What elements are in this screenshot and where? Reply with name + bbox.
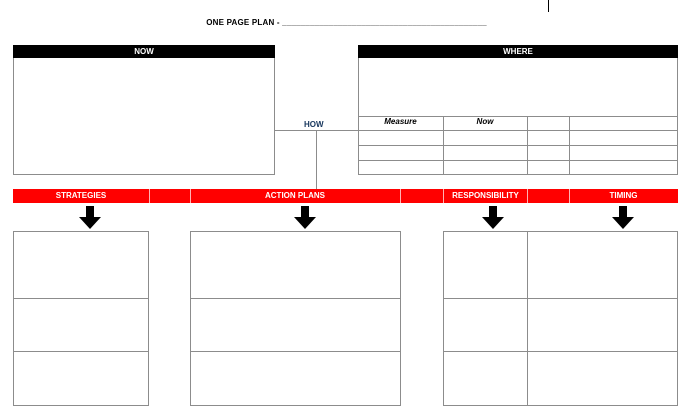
strategies-row-divider bbox=[13, 351, 149, 352]
measure-table-top bbox=[358, 116, 678, 117]
action-plans-header: ACTION PLANS bbox=[265, 191, 325, 200]
arrow-down-icon bbox=[482, 206, 504, 229]
action-plans-row-divider bbox=[190, 298, 401, 299]
responsibility-timing-divider bbox=[527, 231, 528, 406]
strategies-box[interactable] bbox=[13, 231, 149, 406]
measure-table-row3 bbox=[358, 160, 678, 161]
strategies-row-divider bbox=[13, 298, 149, 299]
action-plans-row-divider bbox=[190, 351, 401, 352]
where-box[interactable] bbox=[358, 45, 678, 175]
now-header: NOW bbox=[13, 45, 275, 58]
arrow-down-icon bbox=[79, 206, 101, 229]
now-box[interactable] bbox=[13, 45, 275, 175]
now-value-header: Now bbox=[476, 117, 494, 126]
arrow-down-icon bbox=[294, 206, 316, 229]
section-header-bar bbox=[13, 189, 678, 203]
measure-table-row1 bbox=[358, 130, 678, 131]
how-connector-vertical bbox=[316, 130, 317, 189]
section-divider-4 bbox=[443, 189, 444, 203]
measure-header: Measure bbox=[384, 117, 417, 126]
arrow-down-icon bbox=[612, 206, 634, 229]
page-title: ONE PAGE PLAN - ________________________… bbox=[206, 18, 487, 27]
measure-table-col3 bbox=[569, 116, 570, 175]
measure-table-col1 bbox=[443, 116, 444, 175]
responsibility-timing-box[interactable] bbox=[443, 231, 678, 406]
responsibility-row-divider bbox=[443, 298, 678, 299]
how-label: HOW bbox=[304, 120, 324, 129]
where-header: WHERE bbox=[358, 45, 678, 58]
responsibility-header: RESPONSIBILITY bbox=[452, 191, 519, 200]
measure-table-col2 bbox=[527, 116, 528, 175]
action-plans-box[interactable] bbox=[190, 231, 401, 406]
section-divider-1 bbox=[149, 189, 150, 203]
measure-table-row2 bbox=[358, 145, 678, 146]
section-divider-6 bbox=[569, 189, 570, 203]
text-cursor bbox=[548, 0, 549, 12]
section-divider-5 bbox=[527, 189, 528, 203]
responsibility-row-divider bbox=[443, 351, 678, 352]
timing-header: TIMING bbox=[609, 191, 638, 200]
strategies-header: STRATEGIES bbox=[55, 191, 107, 200]
section-divider-2 bbox=[190, 189, 191, 203]
section-divider-3 bbox=[400, 189, 401, 203]
